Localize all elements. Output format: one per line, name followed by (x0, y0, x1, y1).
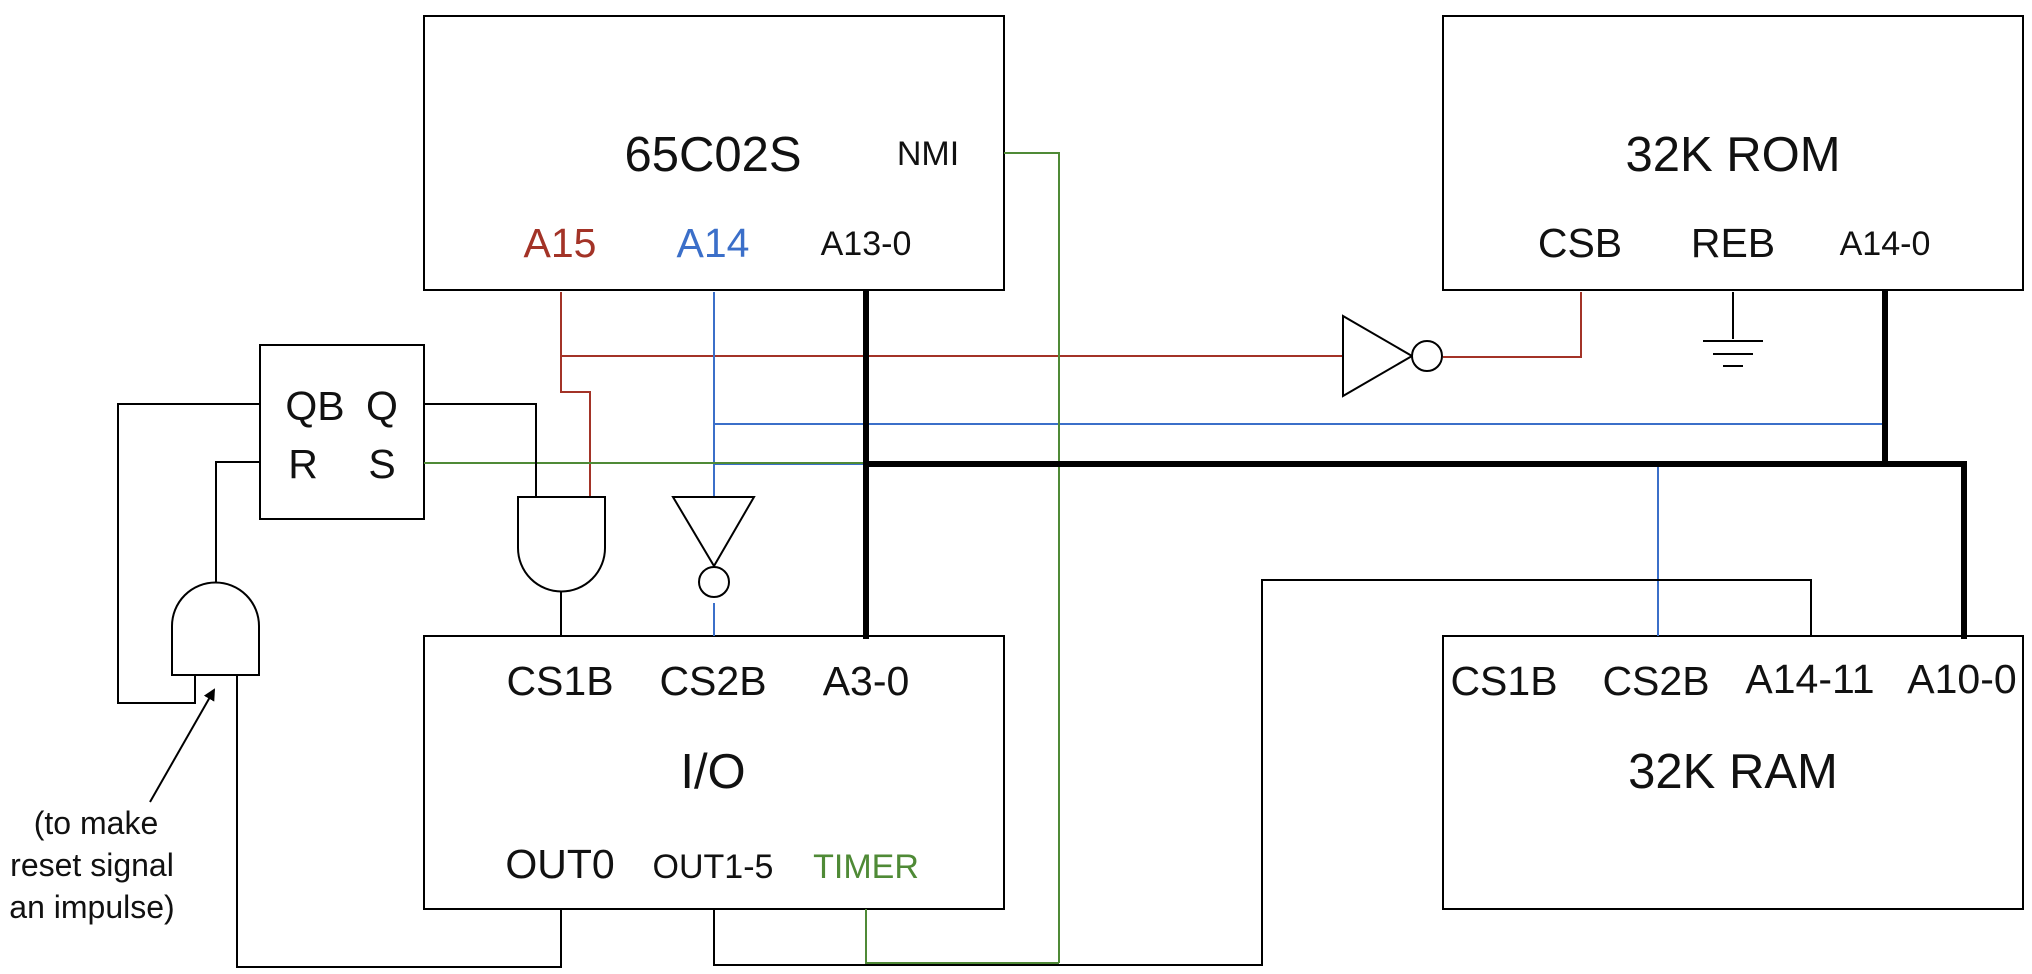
timer-wire (865, 909, 1059, 964)
rom-a14-0-label: A14-0 (1840, 225, 1931, 263)
io-timer-label: TIMER (813, 848, 919, 886)
note-line-2: reset signal (10, 847, 174, 883)
a15-wire-to-and-gate (560, 356, 591, 497)
bus-horizontal (863, 461, 1967, 639)
rom-csb-wire (1443, 292, 1582, 358)
cpu-title: 65C02S (624, 128, 801, 182)
ram-a10-0-label: A10-0 (1907, 656, 2016, 702)
rom-box (1442, 15, 2024, 291)
ram-box (1442, 635, 2024, 910)
rom-reb-label: REB (1691, 220, 1775, 266)
latch-r-label: R (288, 441, 318, 487)
io-title: I/O (680, 745, 745, 799)
ram-title: 32K RAM (1628, 745, 1838, 799)
ground-icon (1703, 340, 1763, 367)
a15-net (560, 292, 1582, 497)
ram-a14-11-label: A14-11 (1745, 656, 1874, 702)
cpu-a13-0-label: A13-0 (821, 225, 912, 263)
control-wires (117, 292, 1812, 968)
io-a3-0-label: A3-0 (823, 658, 910, 704)
io-out1-5-label: OUT1-5 (653, 848, 774, 886)
cs1b-and-gate-icon (517, 496, 606, 593)
cpu-nmi-label: NMI (897, 135, 959, 173)
note-line-3: an impulse) (9, 889, 174, 925)
rom-csb-label: CSB (1538, 220, 1622, 266)
rom-title: 32K ROM (1625, 128, 1840, 182)
latch-qb-label: QB (285, 383, 344, 429)
latch-qb-wire (117, 403, 260, 704)
latch-r-wire (215, 461, 260, 582)
io-cs1b-label: CS1B (506, 658, 613, 704)
cs2b-inverter-icon (671, 496, 756, 598)
latch-s-label: S (368, 441, 395, 487)
nmi-timer-net (424, 152, 1060, 964)
out0-wire (236, 675, 562, 968)
cpu-a15-label: A15 (524, 220, 597, 266)
rom-inverter-icon (1342, 314, 1443, 398)
ram-cs1b-label: CS1B (1450, 658, 1557, 704)
annotation-arrow-icon (149, 688, 215, 803)
io-cs2b-label: CS2B (659, 658, 766, 704)
sr-latch-box (259, 344, 425, 520)
latch-q-wire (424, 403, 537, 497)
a15-wire-to-rom-inverter (560, 292, 1343, 357)
out1-5-wire (713, 579, 1812, 966)
note-line-1: (to make (34, 805, 158, 841)
cpu-box (423, 15, 1005, 291)
nmi-wire (1004, 152, 1060, 963)
cpu-a14-label: A14 (677, 220, 750, 266)
io-out0-label: OUT0 (505, 841, 614, 887)
latch-q-label: Q (366, 383, 398, 429)
ram-cs2b-label: CS2B (1602, 658, 1709, 704)
reset-and-gate-icon (171, 581, 260, 676)
address-bus (863, 289, 1967, 639)
